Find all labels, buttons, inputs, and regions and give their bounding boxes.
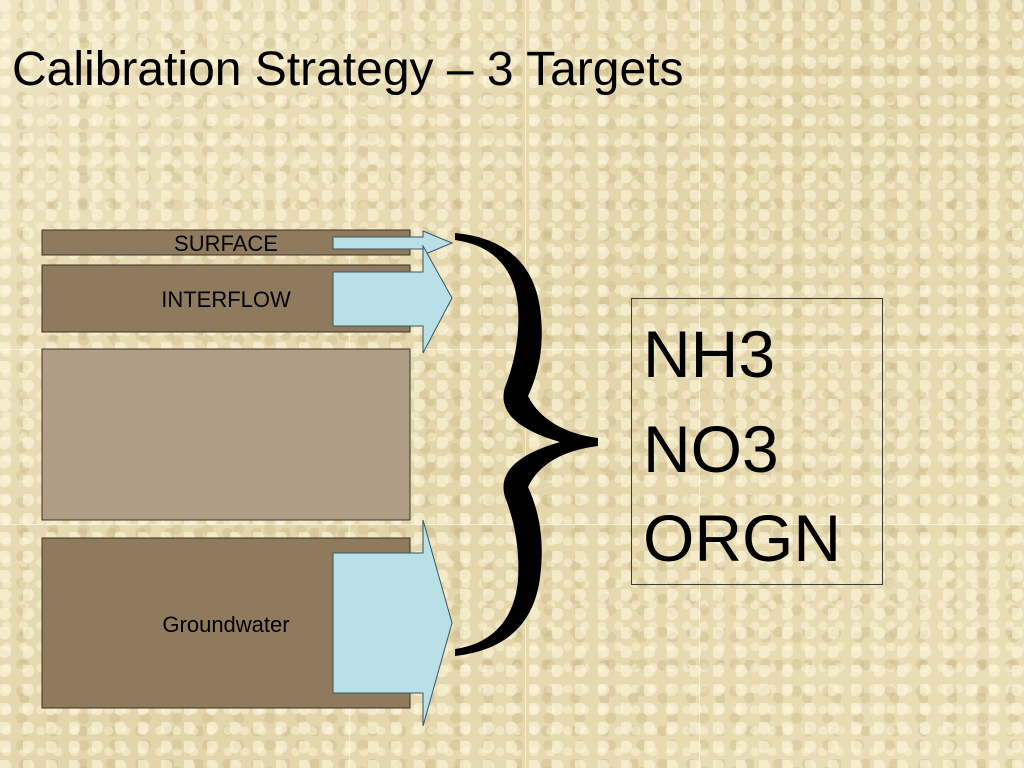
targets-box: NH3 NO3 ORGN [631, 298, 883, 585]
groundwater-arrow [332, 519, 453, 727]
texture-seam [0, 349, 1024, 350]
target-nh3: NH3 [643, 317, 776, 391]
interflow-arrow [332, 244, 453, 354]
curly-brace-icon [455, 233, 598, 656]
texture-seam [0, 524, 1024, 525]
interflow-label: INTERFLOW [161, 287, 291, 312]
slide-title: Calibration Strategy – 3 Targets [12, 43, 684, 96]
texture-seam [699, 0, 700, 768]
target-orgn: ORGN [643, 501, 841, 575]
target-no3: NO3 [643, 412, 779, 486]
middle-layer [41, 348, 411, 521]
groundwater-label: Groundwater [162, 612, 289, 637]
surface-label: SURFACE [174, 231, 278, 256]
surface-arrow [332, 230, 454, 256]
